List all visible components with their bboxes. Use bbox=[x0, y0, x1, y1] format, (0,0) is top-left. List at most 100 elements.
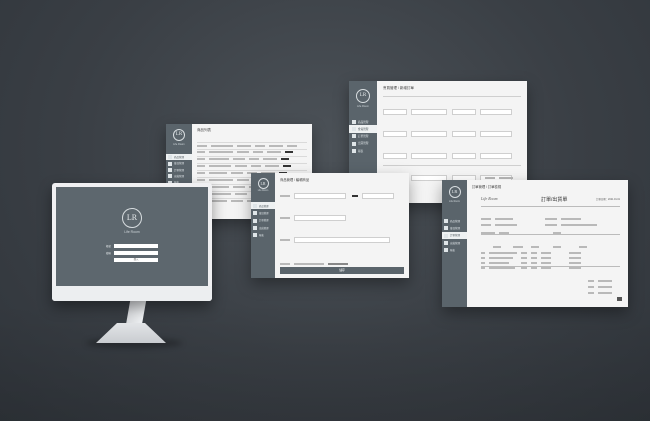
divider bbox=[383, 96, 521, 97]
nav-item-reports[interactable]: 報表 bbox=[349, 147, 377, 154]
nav-item-label: 會員管理 bbox=[450, 226, 461, 230]
select-field[interactable] bbox=[383, 152, 407, 159]
username-input[interactable] bbox=[114, 243, 158, 248]
text-field[interactable] bbox=[480, 130, 513, 137]
stand-shadow bbox=[86, 338, 182, 348]
select-field[interactable] bbox=[383, 130, 407, 137]
username-row: 帳號 bbox=[106, 243, 158, 248]
divider bbox=[383, 165, 521, 166]
form-row bbox=[280, 277, 404, 278]
nav-item-label: 出貨管理 bbox=[450, 241, 461, 245]
nav-item-reports[interactable]: 報表 bbox=[166, 179, 192, 185]
totals bbox=[588, 284, 616, 302]
brand-name: Life Room bbox=[449, 200, 460, 203]
nav-item-members[interactable]: 會員管理 bbox=[349, 125, 377, 133]
print-icon[interactable] bbox=[617, 297, 622, 301]
file-icon bbox=[253, 218, 257, 223]
totals bbox=[588, 272, 616, 290]
text-field[interactable] bbox=[411, 108, 448, 115]
text-field[interactable] bbox=[362, 192, 394, 199]
table-row[interactable] bbox=[197, 143, 307, 153]
select-field[interactable] bbox=[451, 152, 476, 159]
nav-item-members[interactable]: 會員管理 bbox=[251, 209, 275, 216]
truck-icon bbox=[253, 225, 257, 230]
truck-icon bbox=[168, 174, 172, 179]
text-field[interactable] bbox=[294, 236, 390, 243]
divider bbox=[481, 206, 620, 207]
nav-item-label: 商品管理 bbox=[358, 120, 369, 124]
brand-logo: LR bbox=[356, 89, 370, 103]
password-input[interactable] bbox=[114, 250, 158, 255]
nav-item-label: 商品管理 bbox=[450, 219, 461, 223]
login-button[interactable]: 登入 bbox=[114, 258, 158, 262]
nav-item-products[interactable]: 商品管理 bbox=[166, 154, 192, 161]
text-field[interactable] bbox=[294, 192, 346, 199]
nav-item-label: 報表 bbox=[174, 181, 179, 184]
text-field[interactable] bbox=[480, 108, 513, 115]
order-form-content: 會員管理 / 新增訂單 bbox=[377, 81, 527, 203]
page-title: 商品管理 / 編輯商品 bbox=[280, 178, 310, 182]
nav-item-products[interactable]: 商品管理 bbox=[251, 202, 275, 210]
nav-item-members[interactable]: 會員管理 bbox=[442, 224, 467, 231]
info-row bbox=[481, 210, 585, 228]
login-form: 帳號 密碼 登入 bbox=[106, 243, 158, 262]
order-date: 訂單日期：2021.01.01 bbox=[596, 198, 620, 201]
monitor-stand-base bbox=[96, 323, 166, 343]
form-row bbox=[280, 231, 404, 249]
save-button[interactable]: 儲存 bbox=[280, 267, 404, 274]
nav-item-label: 出貨管理 bbox=[174, 175, 185, 179]
sidebar: LR Life Room 商品管理 會員管理 訂單管理 出貨管理 報表 bbox=[442, 180, 467, 307]
nav-item-orders[interactable]: 訂單管理 bbox=[349, 133, 377, 140]
table-row bbox=[481, 259, 585, 277]
table-row[interactable] bbox=[197, 157, 307, 167]
save-button-label: 儲存 bbox=[339, 268, 345, 272]
nav-item-label: 出貨管理 bbox=[259, 226, 269, 230]
brand-logo: LR bbox=[173, 129, 185, 141]
form-row bbox=[383, 147, 521, 165]
nav-item-products[interactable]: 商品管理 bbox=[442, 217, 467, 224]
nav-item-label: 商品管理 bbox=[174, 156, 185, 159]
login-screen: LR Life Room 帳號 密碼 登入 bbox=[56, 187, 208, 286]
page-title: 商品列表 bbox=[197, 128, 211, 132]
nav-item-label: 報表 bbox=[358, 149, 364, 153]
nav-item-orders[interactable]: 訂單管理 bbox=[442, 231, 467, 240]
table-row[interactable] bbox=[197, 150, 307, 160]
divider bbox=[481, 234, 620, 235]
divider bbox=[481, 266, 620, 267]
password-label: 密碼 bbox=[106, 251, 111, 255]
file-icon bbox=[444, 233, 448, 238]
monitor-chin bbox=[52, 286, 212, 301]
user-icon bbox=[444, 226, 448, 231]
brand-monogram: LR bbox=[126, 213, 138, 222]
select-field[interactable] bbox=[383, 108, 407, 115]
receipt-brand: Life Room bbox=[481, 196, 498, 201]
form-row bbox=[280, 255, 404, 273]
select-field[interactable] bbox=[451, 130, 476, 137]
nav-item-members[interactable]: 會員管理 bbox=[166, 160, 192, 166]
username-label: 帳號 bbox=[106, 244, 111, 248]
nav-item-products[interactable]: 商品管理 bbox=[349, 118, 377, 125]
file-icon bbox=[352, 134, 356, 139]
nav-item-label: 訂單管理 bbox=[174, 168, 185, 172]
select-field[interactable] bbox=[451, 108, 476, 115]
info-row bbox=[481, 224, 565, 242]
text-field[interactable] bbox=[480, 152, 513, 159]
nav-item-shipping[interactable]: 出貨管理 bbox=[442, 239, 467, 246]
nav-item-orders[interactable]: 訂單管理 bbox=[166, 167, 192, 173]
chart-icon bbox=[168, 180, 172, 185]
table-row[interactable] bbox=[197, 164, 307, 174]
table-row bbox=[481, 249, 585, 267]
desktop-monitor: LR Life Room 帳號 密碼 登入 bbox=[52, 183, 212, 301]
text-field[interactable] bbox=[411, 152, 448, 159]
nav-item-shipping[interactable]: 出貨管理 bbox=[349, 140, 377, 147]
table-header bbox=[197, 137, 307, 147]
chart-icon bbox=[253, 233, 257, 238]
nav-item-orders[interactable]: 訂單管理 bbox=[251, 217, 275, 224]
nav-item-reports[interactable]: 報表 bbox=[251, 231, 275, 238]
text-field[interactable] bbox=[294, 214, 346, 221]
nav-item-reports[interactable]: 報表 bbox=[442, 246, 467, 253]
nav-item-shipping[interactable]: 出貨管理 bbox=[251, 224, 275, 231]
text-field[interactable] bbox=[411, 130, 448, 137]
nav-item-shipping[interactable]: 出貨管理 bbox=[166, 173, 192, 179]
form-row bbox=[280, 209, 404, 227]
